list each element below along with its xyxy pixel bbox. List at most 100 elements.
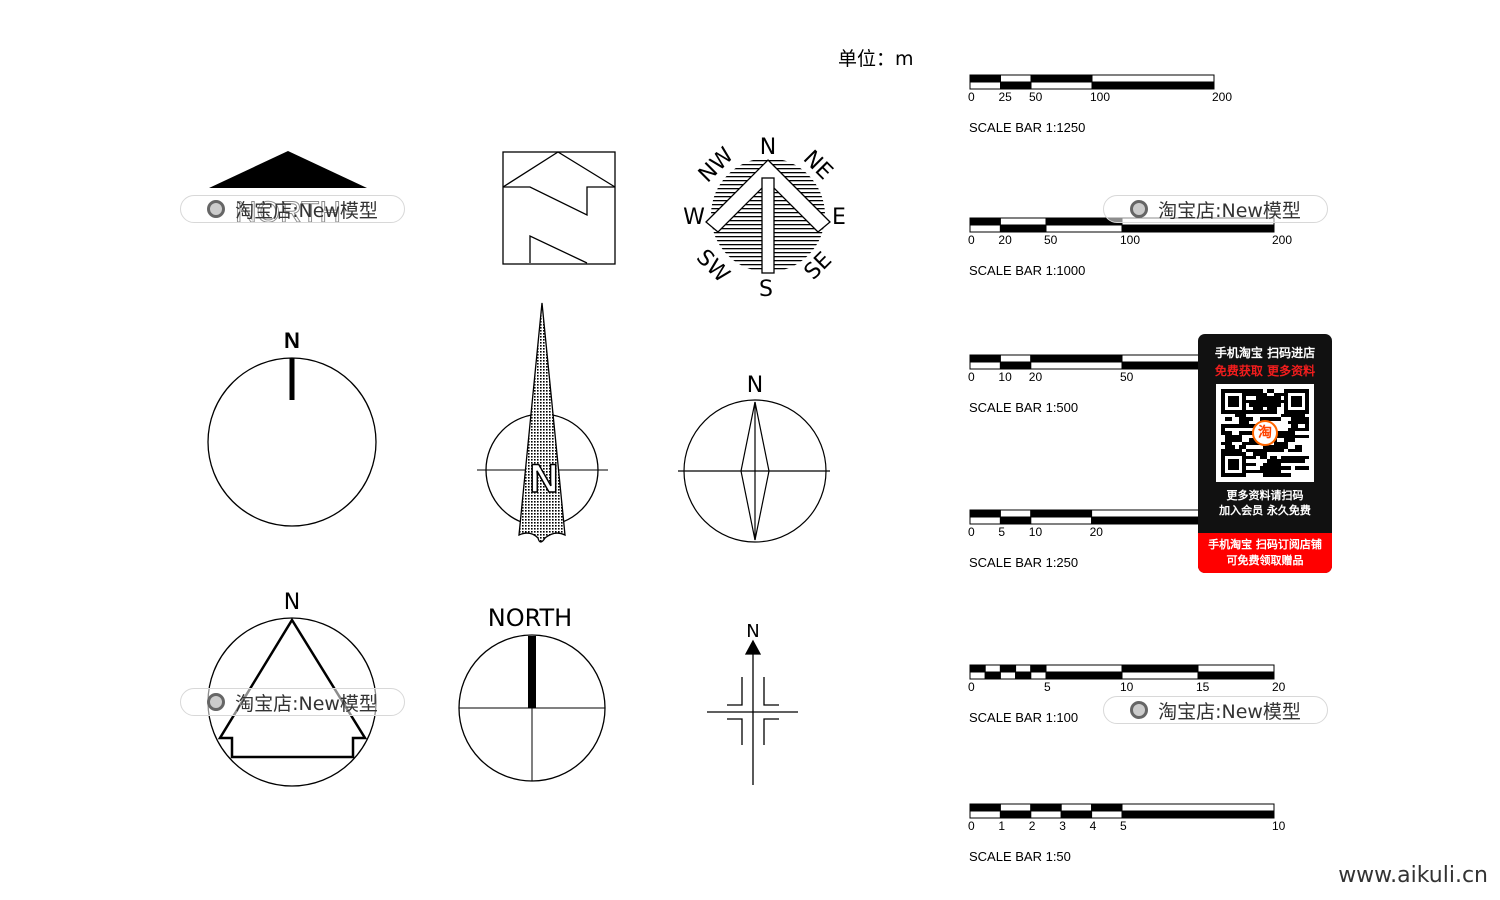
- qr-module: [1273, 396, 1277, 400]
- qr-module: [1224, 417, 1228, 421]
- qr-module: [1263, 452, 1267, 456]
- qr-module: [1231, 403, 1235, 407]
- scale-segment: [984, 671, 1001, 680]
- qr-module: [1294, 448, 1298, 452]
- qr-module: [1273, 410, 1277, 414]
- qr-module: [1273, 448, 1277, 452]
- qr-module: [1224, 431, 1228, 435]
- qr-module: [1284, 396, 1288, 400]
- qr-promo-card[interactable]: 手机淘宝 扫码进店 免费获取 更多资料 淘 更多资料请扫码 加入会员 永久免费 …: [1198, 334, 1332, 573]
- n-label: N: [747, 373, 763, 398]
- qr-module: [1235, 410, 1239, 414]
- qr-module: [1305, 403, 1309, 407]
- qr-module: [1287, 427, 1291, 431]
- qr-module: [1231, 399, 1235, 403]
- qr-module: [1291, 399, 1295, 403]
- qr-module: [1301, 427, 1305, 431]
- qr-module: [1249, 448, 1253, 452]
- qr-module: [1242, 406, 1246, 410]
- qr-module: [1291, 410, 1295, 414]
- scale-segment: [1091, 81, 1215, 90]
- qr-module: [1280, 459, 1284, 463]
- qr-module: [1224, 410, 1228, 414]
- qr-module: [1280, 413, 1284, 417]
- qr-module: [1259, 469, 1263, 473]
- scale-segment: [969, 217, 1001, 226]
- qr-module: [1273, 473, 1277, 477]
- qr-module: [1266, 417, 1270, 421]
- qr-module: [1287, 459, 1291, 463]
- qr-module: [1249, 462, 1253, 466]
- qr-module: [1242, 417, 1246, 421]
- scale-segment: [1045, 664, 1123, 673]
- qr-module: [1298, 413, 1302, 417]
- qr-code[interactable]: 淘: [1216, 384, 1314, 482]
- scale-segment: [1121, 803, 1275, 812]
- qr-module: [1259, 396, 1263, 400]
- qr-module: [1284, 392, 1288, 396]
- qr-module: [1252, 389, 1256, 393]
- scale-segment: [1000, 74, 1032, 83]
- qr-module: [1249, 417, 1253, 421]
- qr-module: [1280, 455, 1284, 459]
- qr-module: [1273, 392, 1277, 396]
- qr-module: [1263, 448, 1267, 452]
- qr-module: [1256, 389, 1260, 393]
- qr-module: [1235, 462, 1239, 466]
- qr-module: [1238, 389, 1242, 393]
- qr-module: [1270, 473, 1274, 477]
- north-arrow-cross: N: [707, 621, 798, 785]
- scale-segment: [1030, 361, 1123, 370]
- qr-module: [1249, 403, 1253, 407]
- qr-module: [1245, 420, 1249, 424]
- qr-module: [1224, 389, 1228, 393]
- qr-module: [1228, 459, 1232, 463]
- scale-tick-label: 10: [998, 370, 1012, 384]
- qr-module: [1287, 431, 1291, 435]
- qr-footer1: 手机淘宝 扫码订阅店铺: [1208, 538, 1322, 551]
- qr-module: [1259, 410, 1263, 414]
- qr-module: [1249, 399, 1253, 403]
- qr-module: [1231, 389, 1235, 393]
- qr-module: [1242, 445, 1246, 449]
- qr-module: [1294, 459, 1298, 463]
- scale-tick-label: 20: [1272, 680, 1286, 694]
- qr-module: [1235, 434, 1239, 438]
- scale-segment: [1197, 664, 1275, 673]
- taobao-logo: 淘: [1252, 420, 1278, 446]
- qr-module: [1280, 434, 1284, 438]
- compass-rose: N NE E SE S SW W NW: [683, 135, 846, 302]
- qr-module: [1305, 392, 1309, 396]
- compass-w: W: [683, 205, 705, 230]
- qr-module: [1263, 455, 1267, 459]
- qr-module: [1224, 448, 1228, 452]
- qr-module: [1284, 389, 1288, 393]
- qr-module: [1273, 459, 1277, 463]
- qr-module: [1231, 473, 1235, 477]
- scale-tick-label: 100: [1120, 233, 1140, 247]
- qr-module: [1231, 448, 1235, 452]
- qr-module: [1284, 434, 1288, 438]
- qr-module: [1252, 452, 1256, 456]
- qr-module: [1224, 441, 1228, 445]
- scale-segment: [1197, 671, 1275, 680]
- watermark-text: 淘宝店:New模型: [235, 199, 378, 222]
- qr-module: [1245, 448, 1249, 452]
- scale-segment: [969, 81, 1001, 90]
- compass-s: S: [759, 277, 773, 302]
- qr-module: [1273, 399, 1277, 403]
- scale-tick-label: 50: [1029, 90, 1043, 104]
- scale-segment: [1060, 810, 1093, 819]
- qr-module: [1287, 466, 1291, 470]
- qr-module: [1266, 403, 1270, 407]
- qr-module: [1298, 399, 1302, 403]
- qr-module: [1221, 392, 1225, 396]
- qr-module: [1277, 462, 1281, 466]
- qr-module: [1294, 434, 1298, 438]
- qr-module: [1277, 403, 1281, 407]
- qr-module: [1277, 469, 1281, 473]
- qr-module: [1270, 406, 1274, 410]
- qr-module: [1256, 452, 1260, 456]
